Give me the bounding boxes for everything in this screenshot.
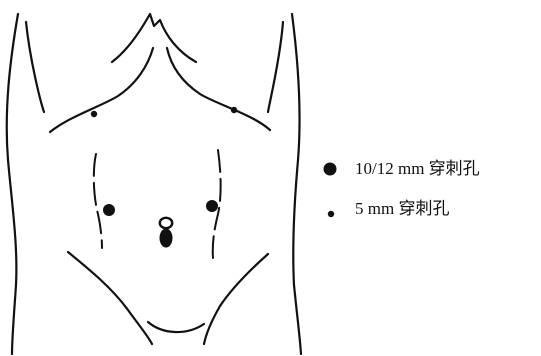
neck-notch-line [112, 14, 196, 62]
port-10-12mm-right-lateral [206, 200, 218, 212]
umbilical-port-ring [160, 218, 172, 228]
right-costal-margin [167, 48, 270, 130]
left-flank-line [7, 14, 18, 354]
legend-small-port-label: 5 mm 穿刺孔 [355, 199, 449, 218]
port-5mm-right-subcostal [231, 107, 237, 113]
rectus-sheath-lines [94, 150, 221, 258]
legend-large-port-label: 10/12 mm 穿刺孔 [355, 159, 480, 178]
legend: 10/12 mm 穿刺孔 5 mm 穿刺孔 [324, 159, 480, 218]
pubic-curve [148, 322, 204, 332]
port-10-12mm-left-lateral [103, 204, 115, 216]
legend-small-port-marker [328, 211, 334, 217]
left-inguinal-line [68, 252, 152, 344]
legend-large-port-marker [324, 163, 337, 176]
right-flank-line [292, 14, 301, 354]
left-axilla-line [26, 22, 44, 112]
right-axilla-line [268, 22, 283, 112]
port-5mm-left-subcostal [91, 111, 97, 117]
left-rectus-dashed-line [94, 154, 102, 248]
torso-outline [7, 14, 301, 354]
right-inguinal-line [204, 254, 268, 344]
port-10-12mm-umbilical [160, 229, 173, 248]
left-costal-margin [50, 48, 153, 132]
